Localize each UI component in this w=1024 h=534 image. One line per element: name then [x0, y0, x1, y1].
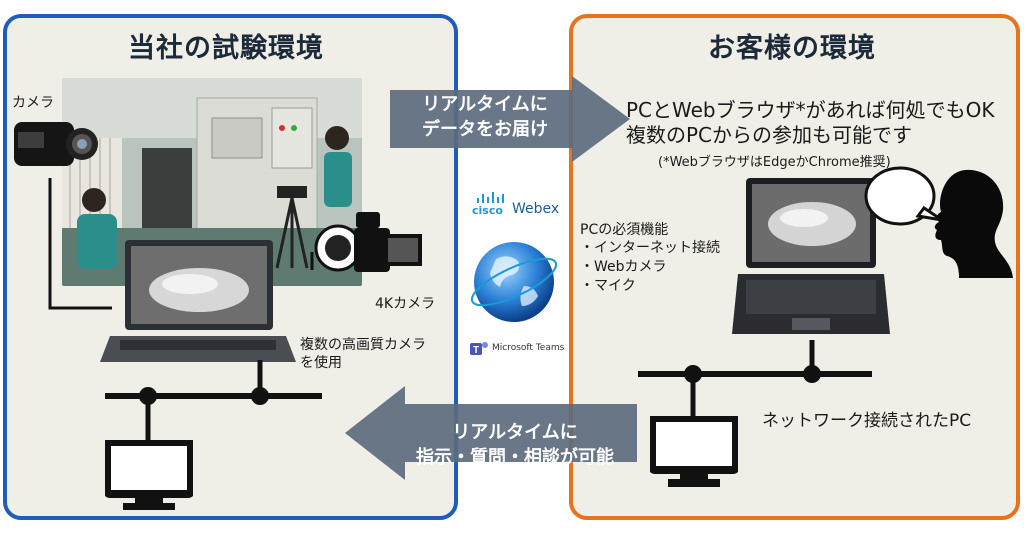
- svg-text:T: T: [473, 345, 479, 356]
- right-panel-title: お客様の環境: [708, 26, 876, 65]
- globe-icon: [466, 234, 562, 334]
- feedback-arrow-line2: 指示・質問・相談が可能: [395, 445, 635, 470]
- requirement-item: ・インターネット接続: [580, 237, 720, 257]
- browser-note: (*WebブラウザはEdgeかChrome推奨): [658, 151, 891, 170]
- cisco-bars-icon: [476, 192, 506, 204]
- send-data-arrow-line1: リアルタイムに: [395, 92, 575, 117]
- person-silhouette-icon: [925, 168, 1015, 284]
- left-laptop-icon: [100, 240, 296, 370]
- network-pc-label: ネットワーク接続されたPC: [762, 406, 971, 431]
- requirement-item: ・マイク: [580, 275, 636, 295]
- requirements-title: PCの必須機能: [580, 219, 668, 239]
- requirement-item: ・Webカメラ: [580, 256, 667, 276]
- multi-camera-text-line1: 複数の高画質カメラ: [300, 334, 426, 354]
- microsoft-teams-logo: T Microsoft Teams: [470, 340, 488, 362]
- left-network-diagram: [60, 360, 340, 520]
- send-data-arrow-line2: データをお届け: [395, 117, 575, 142]
- webex-text: Webex: [512, 201, 559, 217]
- left-monitor-icon: [105, 440, 193, 516]
- teams-icon: T: [470, 340, 488, 358]
- right-monitor-icon: [650, 416, 738, 494]
- right-headline-line2: 複数のPCからの参加も可能です: [626, 119, 912, 148]
- cisco-text: cisco: [472, 204, 503, 217]
- teams-text: Microsoft Teams: [492, 343, 564, 353]
- feedback-arrow-line1: リアルタイムに: [395, 420, 635, 445]
